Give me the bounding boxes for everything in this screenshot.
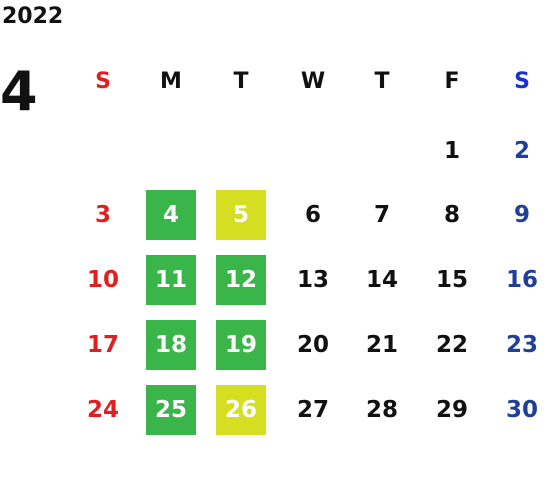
day-cell-19: 19 [216, 320, 266, 370]
day-cell-25: 25 [146, 385, 196, 435]
day-cell-24: 24 [86, 397, 119, 423]
day-cell-28: 28 [365, 397, 398, 423]
day-cell-9: 9 [513, 202, 530, 228]
day-cell-27: 27 [296, 397, 329, 423]
day-cell-17: 17 [86, 332, 119, 358]
day-cell-18: 18 [146, 320, 196, 370]
day-cell-5: 5 [216, 190, 266, 240]
weekday-header-sun: S [95, 68, 111, 94]
day-cell-10: 10 [86, 267, 119, 293]
day-cell-1: 1 [443, 138, 460, 164]
weekday-header-fri: F [444, 68, 460, 94]
day-cell-29: 29 [435, 397, 468, 423]
day-cell-16: 16 [505, 267, 538, 293]
day-cell-26: 26 [216, 385, 266, 435]
day-cell-22: 22 [435, 332, 468, 358]
day-cell-21: 21 [365, 332, 398, 358]
weekday-header-wed: W [300, 68, 326, 94]
weekday-header-mon: M [160, 68, 182, 94]
day-cell-7: 7 [373, 202, 390, 228]
day-cell-3: 3 [94, 202, 111, 228]
day-cell-23: 23 [505, 332, 538, 358]
day-cell-20: 20 [296, 332, 329, 358]
day-cell-4: 4 [146, 190, 196, 240]
weekday-header-thu: T [374, 68, 390, 94]
day-cell-12: 12 [216, 255, 266, 305]
day-cell-15: 15 [435, 267, 468, 293]
day-cell-6: 6 [304, 202, 321, 228]
day-cell-30: 30 [505, 397, 538, 423]
day-cell-11: 11 [146, 255, 196, 305]
day-cell-8: 8 [443, 202, 460, 228]
day-cell-2: 2 [513, 138, 530, 164]
weekday-header-sat: S [514, 68, 530, 94]
weekday-header-tue: T [233, 68, 249, 94]
year-label: 2022 [2, 4, 64, 29]
day-cell-13: 13 [296, 267, 329, 293]
month-number: 4 [0, 60, 38, 123]
day-cell-14: 14 [365, 267, 398, 293]
